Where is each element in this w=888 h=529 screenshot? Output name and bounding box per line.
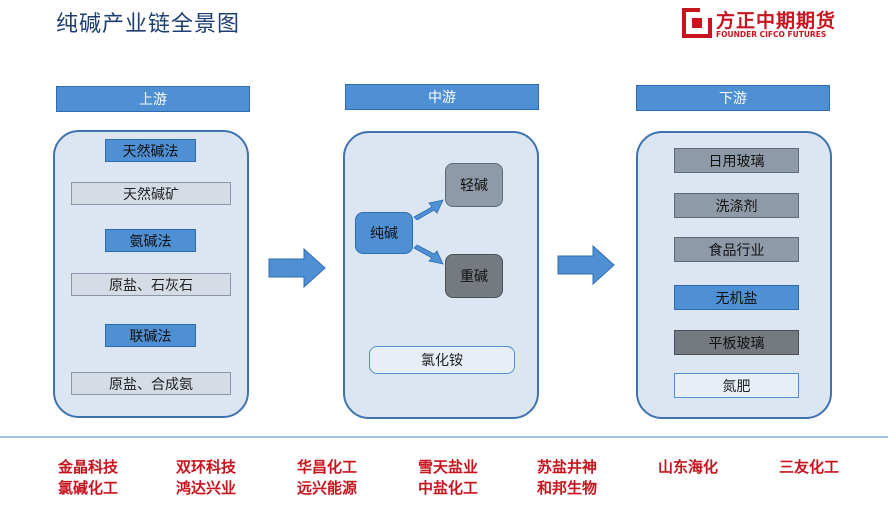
upstream-method-natural: 天然碱法 <box>105 139 196 162</box>
upstream-material-ammonia: 原盐、石灰石 <box>71 273 231 296</box>
company-group: 双环科技 鸿达兴业 <box>168 457 244 499</box>
header-midstream: 中游 <box>345 84 539 110</box>
header-upstream: 上游 <box>56 86 250 112</box>
right-arrow-icon <box>268 248 326 288</box>
company-name: 氯碱化工 <box>57 479 118 497</box>
downstream-flat-glass: 平板玻璃 <box>674 330 799 355</box>
header-downstream: 下游 <box>636 85 830 111</box>
company-name: 中盐化工 <box>417 479 478 497</box>
company-group: 苏盐井神 和邦生物 <box>529 457 605 499</box>
upstream-material-joint: 原盐、合成氨 <box>71 372 231 395</box>
right-arrow-icon <box>557 245 615 285</box>
downstream-food: 食品行业 <box>674 237 799 262</box>
node-soda-ash: 纯碱 <box>355 212 413 254</box>
company-name: 雪天盐业 <box>417 458 478 476</box>
company-group: 金晶科技 氯碱化工 <box>50 457 126 499</box>
upstream-method-ammonia: 氨碱法 <box>105 229 196 252</box>
company-group: 华昌化工 远兴能源 <box>289 457 365 499</box>
downstream-nitrogen-fertilizer: 氮肥 <box>674 373 799 398</box>
upstream-material-natural: 天然碱矿 <box>71 182 231 205</box>
downstream-detergent: 洗涤剂 <box>674 193 799 218</box>
node-ammonium-chloride: 氯化铵 <box>369 346 515 374</box>
company-name: 三友化工 <box>778 458 839 476</box>
downstream-daily-glass: 日用玻璃 <box>674 148 799 173</box>
upstream-method-joint: 联碱法 <box>105 324 196 347</box>
company-name: 双环科技 <box>175 458 236 476</box>
separator-line <box>0 436 888 438</box>
company-name: 远兴能源 <box>296 479 357 497</box>
company-name: 鸿达兴业 <box>175 479 236 497</box>
panel-downstream <box>636 131 832 419</box>
company-name: 苏盐井神 <box>536 458 597 476</box>
company-name: 和邦生物 <box>536 479 597 497</box>
page-title: 纯碱产业链全景图 <box>56 12 241 37</box>
company-name: 华昌化工 <box>296 458 357 476</box>
company-group: 山东海化 <box>650 457 726 478</box>
node-light-soda: 轻碱 <box>445 163 503 207</box>
company-group: 雪天盐业 中盐化工 <box>410 457 486 499</box>
company-group: 三友化工 <box>771 457 847 478</box>
logo-text-cn: 方正中期期货 <box>716 10 837 32</box>
arrow-up-right-icon <box>413 199 444 220</box>
logo-mark-icon <box>682 8 712 38</box>
node-heavy-soda: 重碱 <box>445 254 503 298</box>
company-name: 山东海化 <box>657 458 718 476</box>
arrow-down-right-icon <box>413 244 444 265</box>
panel-midstream <box>343 131 539 419</box>
company-logo: 方正中期期货 FOUNDER CIFCO FUTURES <box>682 8 882 42</box>
company-name: 金晶科技 <box>57 458 118 476</box>
logo-text-en: FOUNDER CIFCO FUTURES <box>716 30 827 39</box>
downstream-inorganic-salt: 无机盐 <box>674 285 799 310</box>
